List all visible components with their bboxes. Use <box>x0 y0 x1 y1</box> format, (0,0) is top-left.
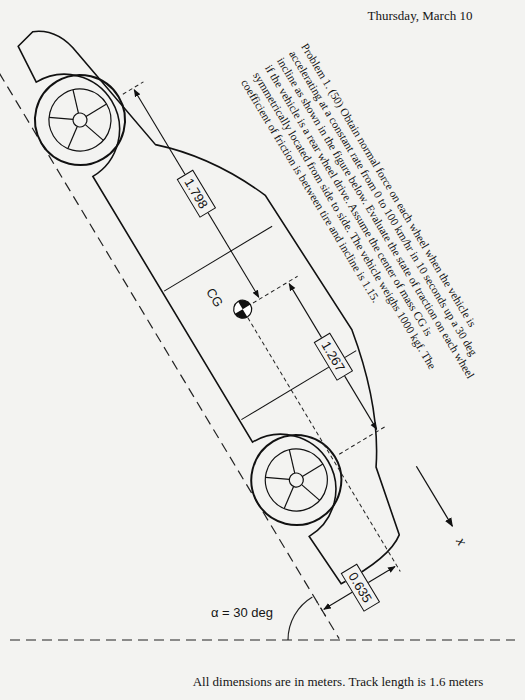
date-header: Thursday, March 10 <box>368 8 473 24</box>
door-line <box>164 226 272 291</box>
axis-label: x <box>453 534 471 548</box>
angle-label: α = 30 deg <box>211 605 273 620</box>
problem-statement: Problem 1. (50) Obtain normal force on e… <box>238 41 506 410</box>
dimension-value: 0.635 <box>346 569 376 605</box>
horizontal-reference <box>10 639 515 640</box>
rear-wheel <box>235 418 358 541</box>
x-axis-arrow <box>416 466 452 526</box>
dimension-value: 1.798 <box>182 176 212 212</box>
dimension-box: 0.635 <box>341 563 380 611</box>
cg-label: CG <box>203 286 226 310</box>
note-text: All dimensions are in meters. Track leng… <box>193 674 484 690</box>
dimension-box: 1.798 <box>177 169 216 217</box>
dimension-lines <box>44 73 442 610</box>
cg-symbol <box>230 297 255 322</box>
angle-arc <box>288 597 312 640</box>
front-wheel <box>18 58 141 181</box>
dimension-value: 1.267 <box>318 339 348 375</box>
